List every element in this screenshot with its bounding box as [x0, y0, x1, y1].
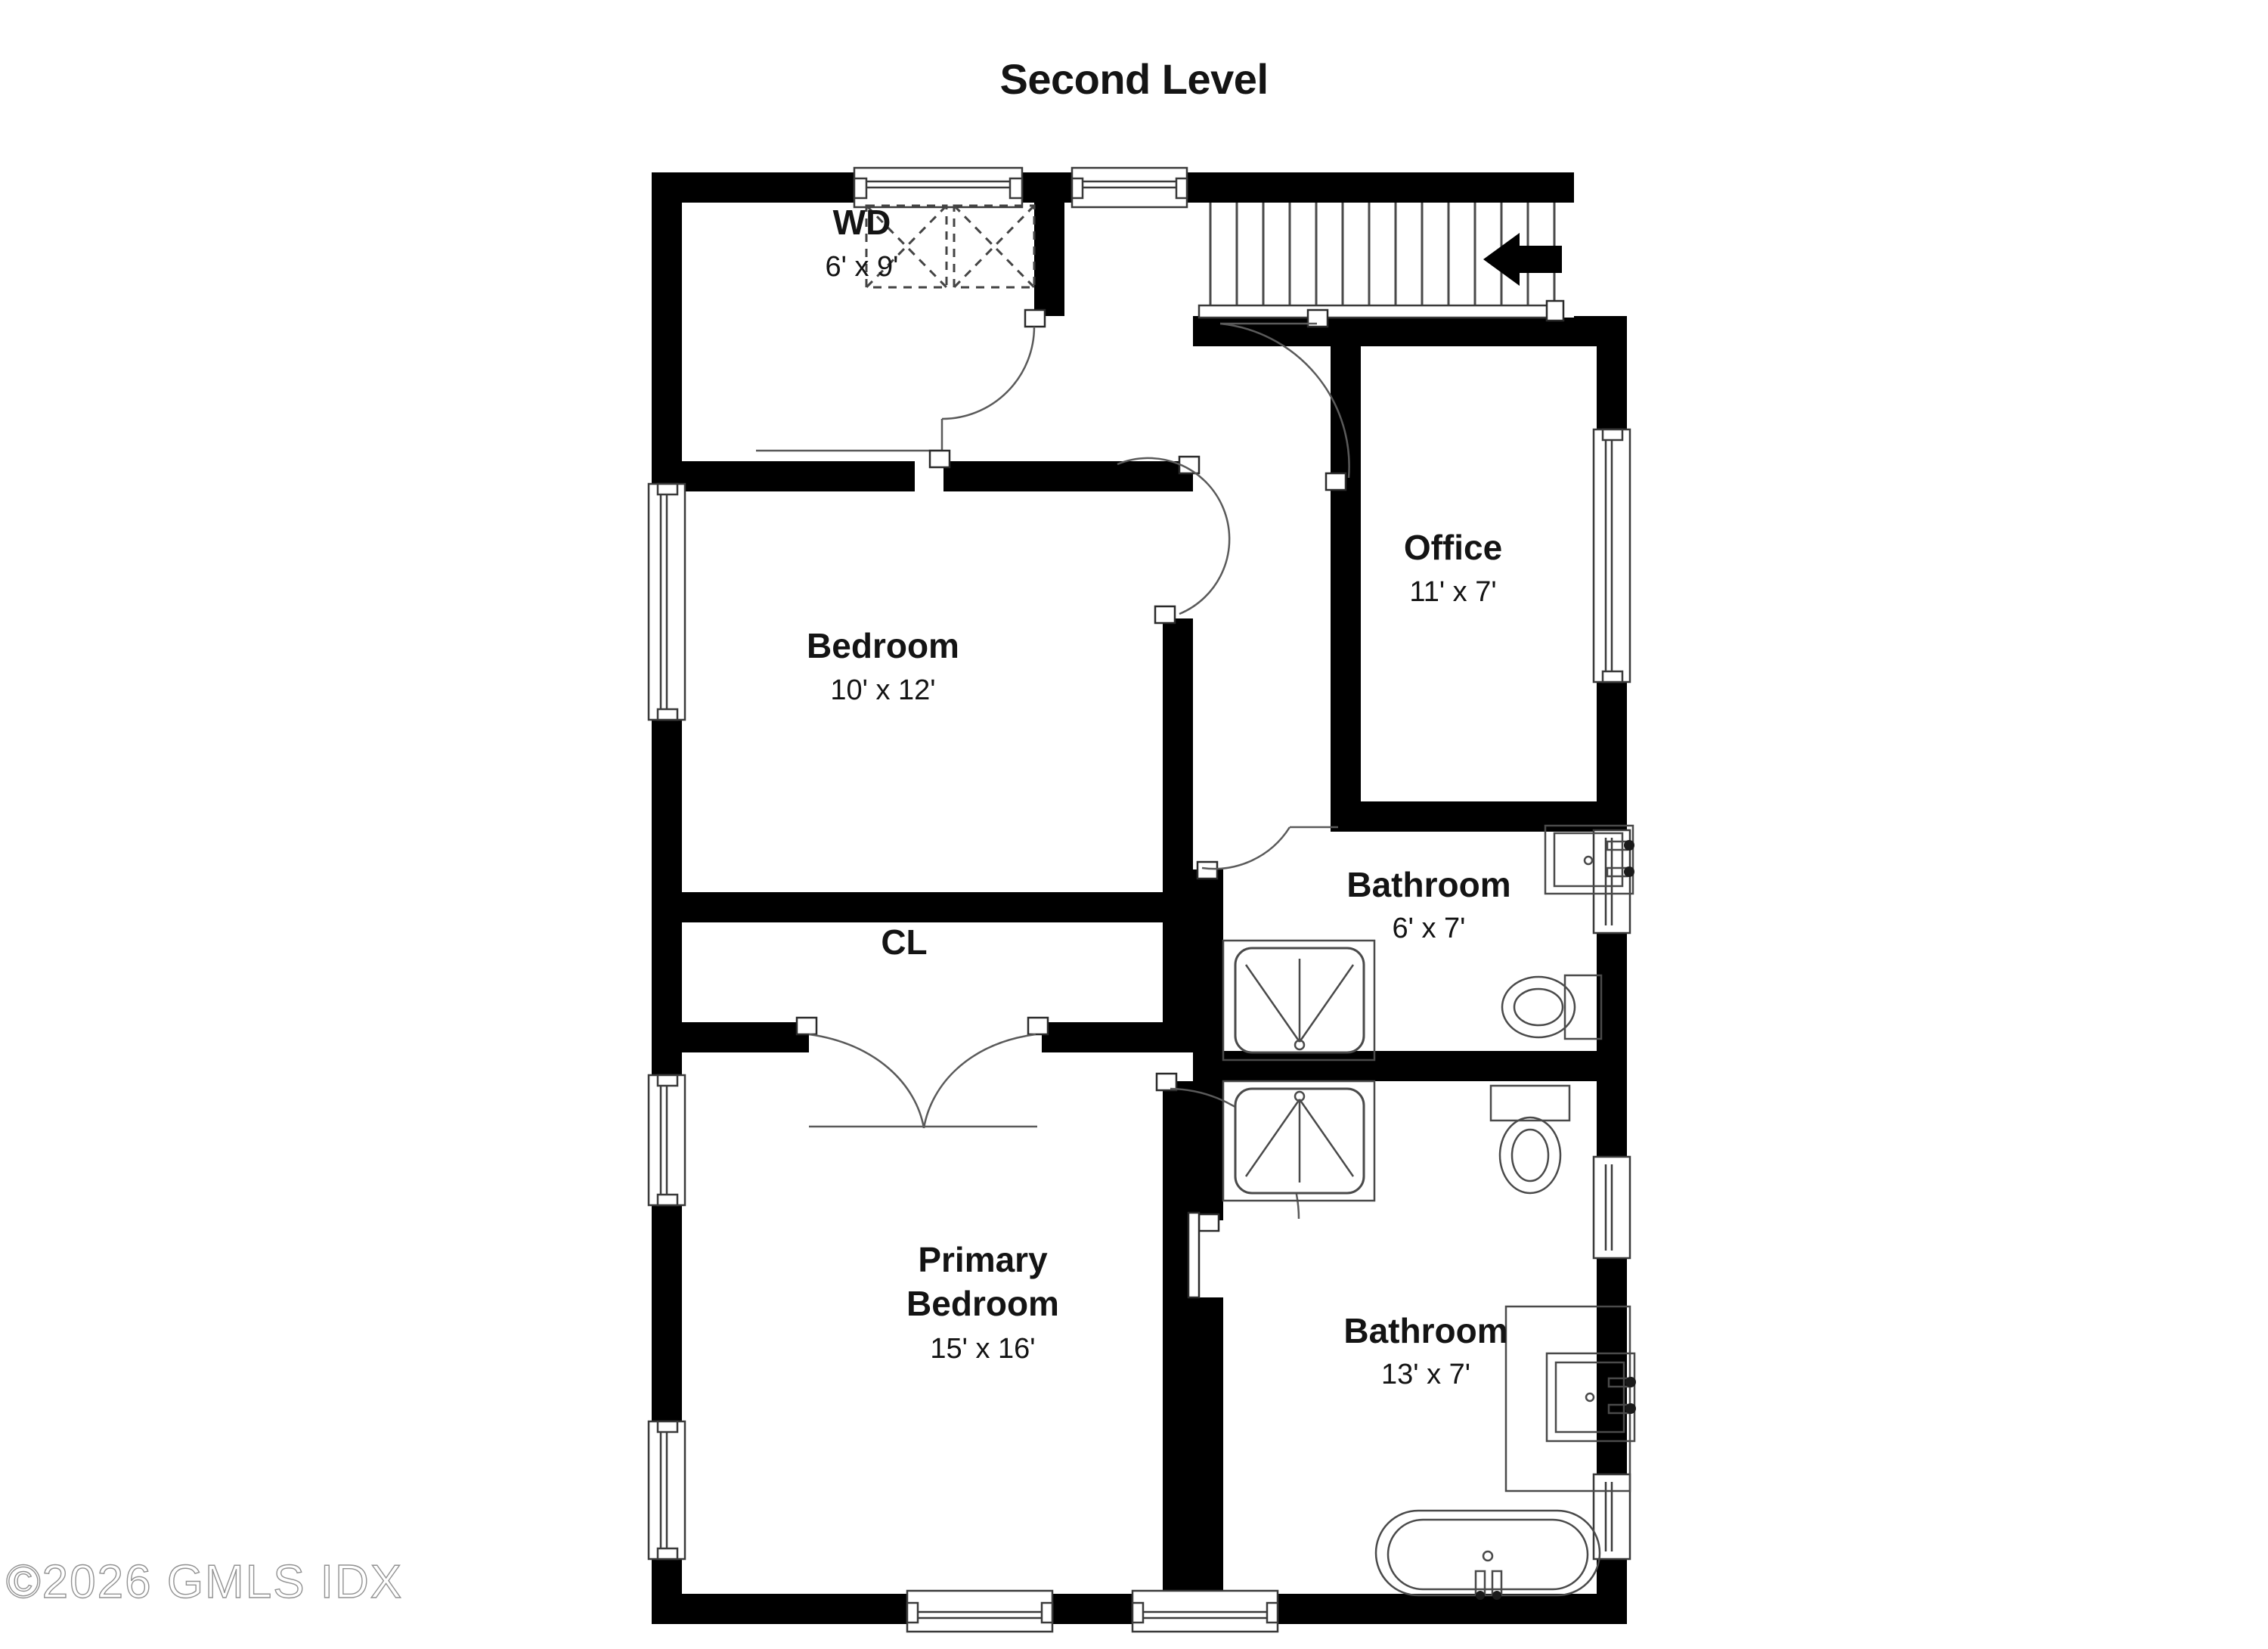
bathtub-drain [1482, 1550, 1494, 1562]
dryer-appliance [953, 204, 1036, 289]
toilet-lower-bowl [1498, 1116, 1562, 1195]
vanity-upper-basin [1553, 832, 1624, 888]
door-jamb-primary [1198, 1213, 1220, 1232]
toilet-upper-tank [1563, 974, 1603, 1040]
vanity-upper-counter [1544, 824, 1634, 895]
room-label-bathroom-upper: Bathroom [1346, 865, 1510, 904]
room-dim-office: 11' x 7' [1409, 576, 1496, 608]
room-label-bedroom: Bedroom [807, 626, 959, 665]
door-swing-closet-right [922, 1033, 1036, 1129]
door-swing-bath-upper [1201, 826, 1291, 870]
window-group [647, 166, 1631, 1633]
room-label-office: Office [1404, 528, 1502, 567]
vanity-lower-basin-box [1545, 1352, 1636, 1443]
door-swing-bedroom [1117, 457, 1231, 615]
window-stair-top [1070, 166, 1188, 209]
room-dim-primary: 15' x 16' [930, 1333, 1035, 1365]
window-wd-top [853, 166, 1024, 209]
toilet-lower-tank [1489, 1084, 1571, 1122]
room-label-primary-line1: Primary [918, 1240, 1048, 1279]
staircase [1198, 203, 1574, 322]
bathroom-lower-fixtures [1222, 1080, 1636, 1600]
window-bedroom-left [647, 482, 686, 721]
window-bath-lower-right-a [1592, 1155, 1631, 1260]
vanity-lower-basin [1554, 1361, 1625, 1434]
door-jamb-bath-lower [1187, 1211, 1201, 1299]
door-jamb-closet-right [1027, 1016, 1049, 1036]
room-dim-bedroom: 10' x 12' [830, 674, 935, 706]
shower-stall-lower-base [1222, 1080, 1376, 1202]
door-swing-office [1219, 322, 1350, 479]
room-label-bathroom-lower: Bathroom [1343, 1311, 1507, 1350]
window-primary-left-lower [647, 1420, 686, 1561]
stair-direction-arrow [1483, 233, 1562, 286]
door-jamb-wd [1024, 308, 1046, 328]
copyright-watermark: ©2026 GMLS IDX [5, 1555, 404, 1608]
bathroom-upper-fixtures [1222, 824, 1634, 1062]
wall-group [652, 172, 1627, 1624]
washer-appliance [865, 204, 948, 289]
stair-newel [1545, 299, 1565, 322]
room-dim-bathroom-upper: 6' x 7' [1393, 913, 1466, 944]
shower-stall-upper-base [1222, 939, 1376, 1062]
room-label-group: WD 6' x 9' Bedroom 10' x 12' Office 11' … [807, 203, 1511, 1390]
door-jamb-office [1325, 472, 1347, 491]
bathtub-outer [1374, 1509, 1601, 1597]
door-jamb-closet-left [795, 1016, 818, 1036]
toilet-upper-bowl [1501, 975, 1576, 1039]
room-label-wd: WD [833, 203, 891, 242]
laundry-appliances [865, 204, 1036, 289]
door-jamb-bedroom [1154, 605, 1176, 625]
door-jamb-bath-upper [1196, 860, 1219, 880]
vanity-lower-counter [1504, 1305, 1631, 1492]
room-dim-wd: 6' x 9' [826, 251, 899, 283]
room-label-closet: CL [881, 922, 927, 962]
door-jamb-office-top [1306, 308, 1329, 328]
room-dim-bathroom-lower: 13' x 7' [1381, 1359, 1470, 1390]
door-swing-closet-left [808, 1033, 925, 1129]
door-jamb-wd-bottom [928, 449, 951, 469]
window-office-right [1592, 428, 1631, 683]
bathtub-inner [1387, 1518, 1589, 1591]
room-label-primary-line2: Bedroom [906, 1284, 1059, 1323]
page-title: Second Level [999, 55, 1269, 103]
door-swing-wd [941, 326, 1036, 420]
door-jamb-primary-top [1155, 1072, 1178, 1092]
window-primary-bottom-b [1131, 1589, 1279, 1633]
window-primary-left-upper [647, 1074, 686, 1207]
window-bath-upper-right [1592, 829, 1631, 935]
window-primary-bottom-a [906, 1589, 1054, 1633]
